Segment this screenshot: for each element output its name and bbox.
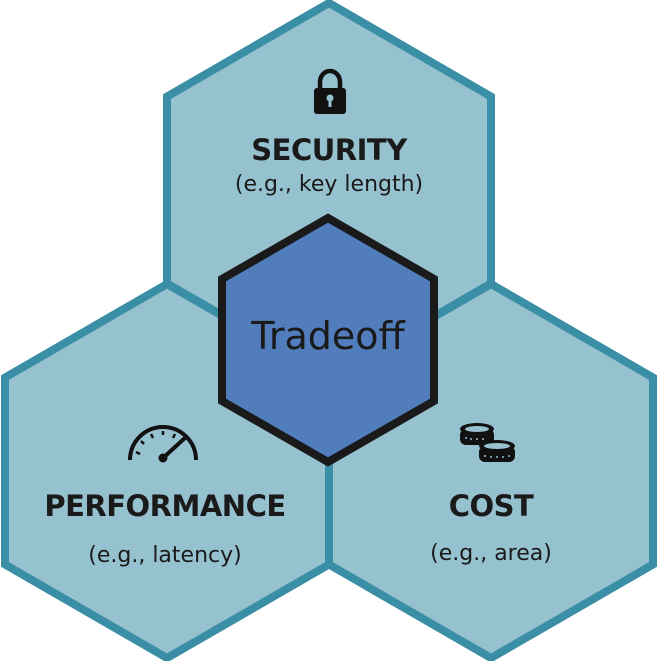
security-title: SECURITY [251, 133, 407, 167]
security-subtitle: (e.g., key length) [234, 172, 424, 197]
cost-title: COST [448, 489, 534, 523]
coins-icon [460, 423, 515, 462]
speedometer-icon [128, 425, 198, 463]
performance-subtitle: (e.g., latency) [88, 543, 242, 568]
performance-title: PERFORMANCE [44, 489, 286, 523]
tradeoff-label: Tradeoff [251, 314, 405, 358]
tradeoff-center-hexagon [218, 213, 438, 467]
lock-icon [314, 68, 346, 114]
cost-subtitle: (e.g., area) [430, 541, 552, 566]
